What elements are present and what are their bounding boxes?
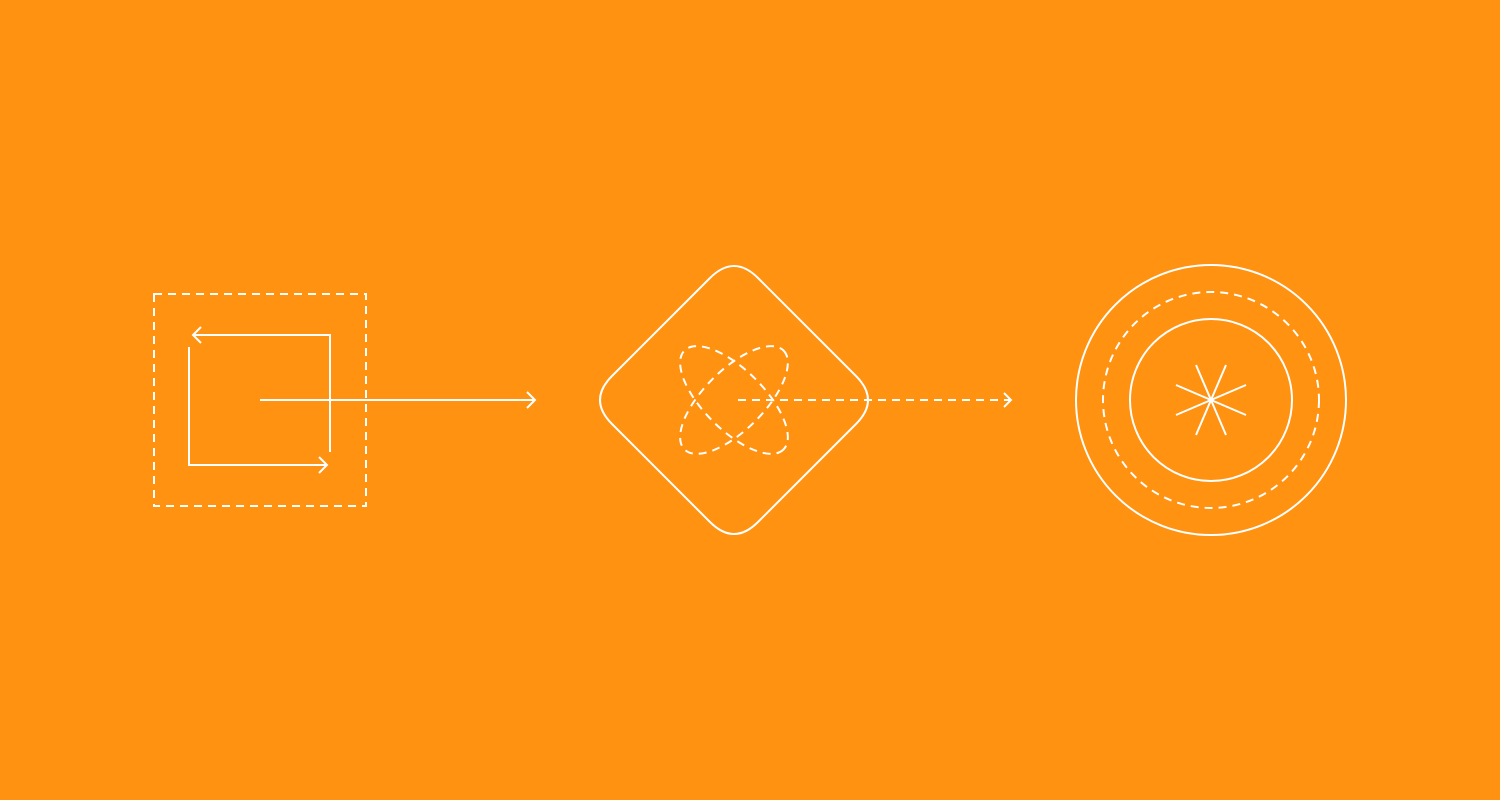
inner-circle: [1129, 318, 1293, 482]
dashed-orbit-icon: [679, 345, 789, 455]
dashed-square-node: [153, 293, 367, 507]
asterisk-icon: [1175, 364, 1247, 436]
rotate-arrows-icon: [188, 326, 331, 474]
solid-connector-arrow: [260, 391, 537, 409]
concentric-circles-node: [1075, 264, 1347, 536]
dashed-square-outline: [153, 293, 367, 507]
middle-dashed-circle: [1102, 291, 1320, 509]
rounded-diamond-outline: [599, 265, 869, 535]
dashed-connector-arrow: [738, 392, 1013, 408]
rounded-diamond-node: [599, 265, 869, 535]
outer-circle: [1075, 264, 1347, 536]
